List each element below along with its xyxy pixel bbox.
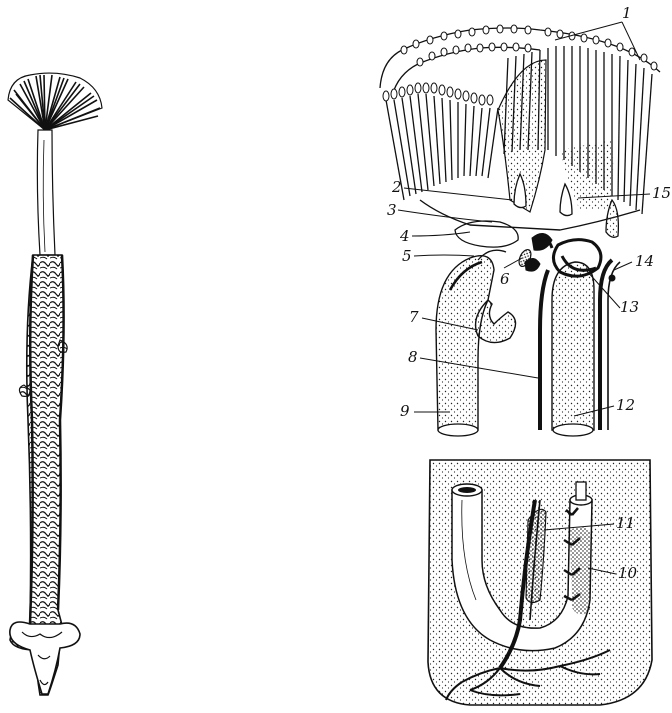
worm-body-exposed [37, 130, 55, 255]
label-14: 14 [635, 254, 654, 269]
label-12: 12 [616, 398, 635, 413]
label-13: 13 [620, 300, 639, 315]
label-2: 2 [392, 180, 402, 195]
worm-whole-view [8, 73, 102, 695]
label-1: 1 [622, 6, 632, 21]
label-8: 8 [408, 350, 418, 365]
label-9: 9 [400, 404, 410, 419]
anterior-anatomy [378, 23, 660, 436]
gut-ascending [552, 262, 594, 430]
label-7: 7 [409, 310, 419, 325]
label-15: 15 [652, 186, 671, 201]
label-10: 10 [618, 566, 637, 581]
label-5: 5 [402, 249, 412, 264]
label-4: 4 [400, 229, 410, 244]
gut-descending [436, 256, 494, 430]
label-6: 6 [500, 272, 510, 287]
label-3: 3 [387, 203, 397, 218]
tentacle-crown [8, 73, 102, 130]
label-11: 11 [616, 516, 635, 531]
posterior-anatomy [428, 460, 652, 705]
